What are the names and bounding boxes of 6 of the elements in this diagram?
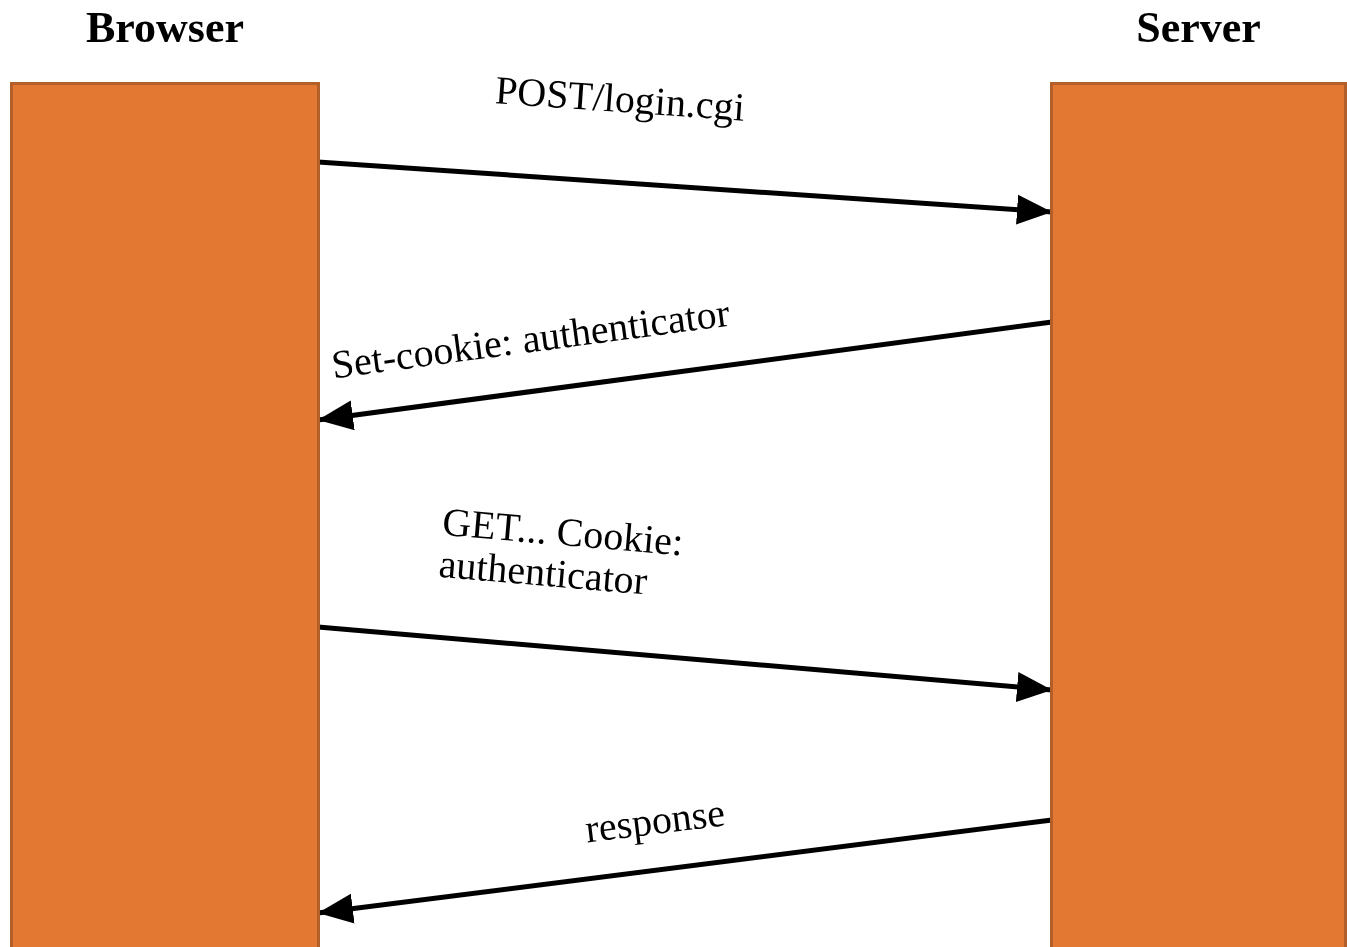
edge-label: POST/login.cgi <box>493 69 747 129</box>
participant-heading: Browser <box>84 4 245 52</box>
edge-label: Set-cookie: authenticator <box>329 291 732 387</box>
edge-label: response <box>582 791 727 851</box>
edge-label: GET... Cookie: authenticator <box>437 500 687 606</box>
participant-heading: Server <box>1135 4 1262 52</box>
